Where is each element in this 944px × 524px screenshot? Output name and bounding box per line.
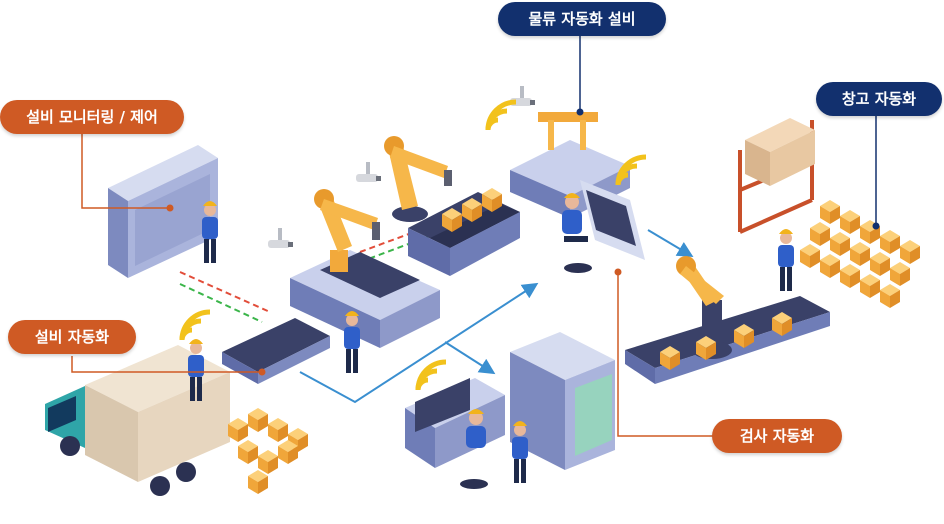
worker-icon xyxy=(778,229,794,291)
conveyor-left xyxy=(222,318,330,384)
wifi-icon xyxy=(182,312,210,340)
label-warehouse-automation: 창고 자동화 xyxy=(816,82,942,116)
worker-icon xyxy=(460,409,488,489)
robot-arm-icon xyxy=(314,189,380,272)
cctv-camera-icon xyxy=(268,228,293,248)
wifi-icon xyxy=(418,362,446,390)
control-panel-icon xyxy=(580,180,645,260)
cctv-camera-icon xyxy=(356,162,381,182)
worker-icon xyxy=(202,201,218,263)
server-cabinet-icon xyxy=(510,332,615,470)
wifi-icon xyxy=(488,102,516,130)
worker-icon xyxy=(562,193,592,273)
server-cabinet-icon xyxy=(108,145,218,278)
box-stack-icon xyxy=(228,408,308,494)
label-inspection-automation: 검사 자동화 xyxy=(712,419,842,453)
warehouse-rack xyxy=(738,118,815,234)
control-panel-icon xyxy=(405,378,505,468)
label-logistics-automation: 물류 자동화 설비 xyxy=(498,2,666,36)
robot-arm-icon xyxy=(384,136,452,222)
worker-icon xyxy=(512,421,528,483)
flow-arrows xyxy=(299,229,694,404)
label-equipment-automation: 설비 자동화 xyxy=(8,320,136,354)
worker-icon xyxy=(344,311,360,373)
box-stack-icon xyxy=(800,200,920,308)
conveyor-inspection xyxy=(625,296,830,384)
label-equipment-monitoring-control: 설비 모니터링 / 제어 xyxy=(0,100,184,134)
callout-leaders xyxy=(71,36,880,437)
